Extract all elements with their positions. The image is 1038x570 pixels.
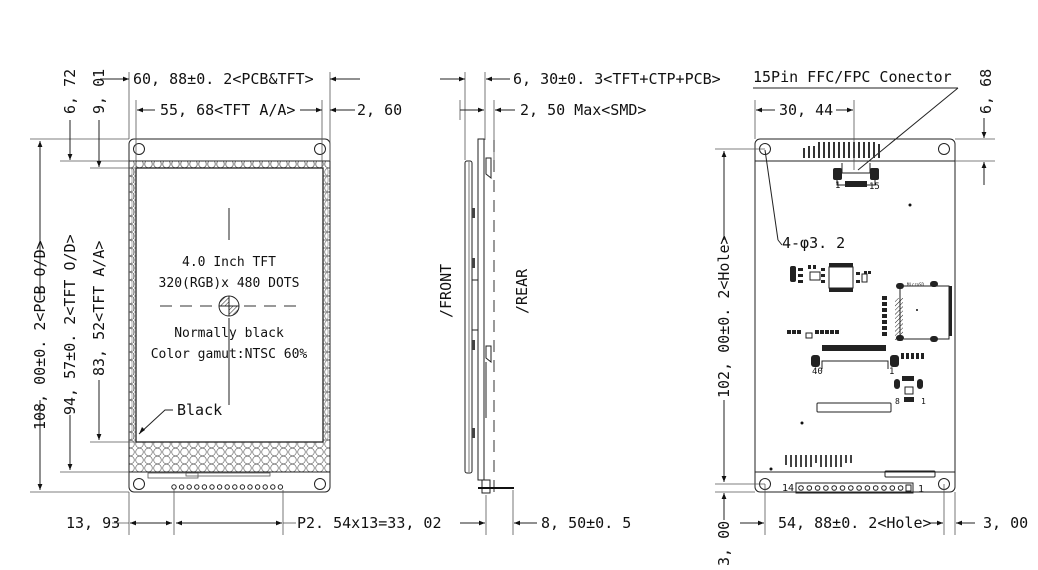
header-14-pin: 14 1 bbox=[782, 482, 924, 495]
pin-offset-dim: 13, 93 bbox=[66, 514, 120, 532]
display-resolution: 320(RGB)x 480 DOTS bbox=[159, 276, 300, 291]
hole-width-dim: 54, 88±0. 2<Hole> bbox=[778, 514, 932, 532]
hole-spec-label: 4-φ3. 2 bbox=[782, 234, 845, 252]
black-label: Black bbox=[177, 401, 222, 419]
svg-text:MicroSD: MicroSD bbox=[907, 282, 924, 287]
height-tft-od-dim: 94, 57±0. 2<TFT O/D> bbox=[61, 234, 79, 415]
top-hole-offset-dim: 6, 72 bbox=[61, 69, 79, 114]
connector-offset-dim: 30, 44 bbox=[779, 101, 833, 119]
hole-height-dim: 102, 00±0. 2<Hole> bbox=[715, 235, 733, 398]
top-offset-dim: 6, 68 bbox=[977, 69, 995, 114]
svg-text:40: 40 bbox=[812, 367, 823, 377]
display-gamut: Color gamut:NTSC 60% bbox=[151, 347, 308, 362]
display-mode: Normally black bbox=[174, 326, 284, 341]
top-aa-offset-dim: 9, 01 bbox=[90, 69, 108, 114]
bottom-offset-dim: 3, 00 bbox=[715, 521, 733, 566]
right-margin-dim: 2, 60 bbox=[357, 101, 402, 119]
fpc-pin-last: 15 bbox=[869, 182, 880, 192]
connector-label: 15Pin FFC/FPC Conector bbox=[753, 68, 952, 86]
header-40-pin: 40 1 bbox=[811, 345, 899, 377]
display-title: 4.0 Inch TFT bbox=[182, 255, 276, 270]
svg-text:1: 1 bbox=[921, 397, 926, 406]
fpc-pin-first: 1 bbox=[835, 181, 840, 191]
pin-pitch-dim: P2. 54x13=33, 02 bbox=[297, 514, 442, 532]
thickness-total-dim: 6, 30±0. 3<TFT+CTP+PCB> bbox=[513, 70, 721, 88]
rear-label: /REAR bbox=[513, 268, 531, 314]
ic-8-pin: 8 1 bbox=[894, 376, 926, 406]
fpc-latch-left bbox=[833, 168, 842, 180]
svg-text:1: 1 bbox=[918, 484, 924, 495]
front-label: /FRONT bbox=[437, 264, 455, 318]
side-view: 6, 30±0. 3<TFT+CTP+PCB> 2, 50 Max<SMD> /… bbox=[437, 70, 721, 535]
front-pin-row bbox=[171, 484, 284, 490]
fpc-latch-right bbox=[870, 168, 879, 180]
pin-length-dim: 8, 50±0. 5 bbox=[541, 514, 631, 532]
height-pcb-dim: 108, 00±0. 2<PCB O/D> bbox=[31, 240, 49, 430]
microsd-slot: MicroSD bbox=[895, 281, 952, 342]
right-offset-dim: 3, 00 bbox=[983, 514, 1028, 532]
svg-text:14: 14 bbox=[782, 483, 794, 494]
rear-view: 15Pin FFC/FPC Conector 1 15 bbox=[715, 68, 1028, 566]
width-tft-aa-dim: 55, 68<TFT A/A> bbox=[160, 101, 295, 119]
smd-height-dim: 2, 50 Max<SMD> bbox=[520, 101, 646, 119]
svg-text:8: 8 bbox=[895, 397, 900, 406]
width-pcb-tft-dim: 60, 88±0. 2<PCB&TFT> bbox=[133, 70, 314, 88]
front-view: 4.0 Inch TFT 320(RGB)x 480 DOTS Normally… bbox=[30, 69, 442, 535]
svg-text:1: 1 bbox=[889, 367, 894, 377]
height-tft-aa-dim: 83, 52<TFT A/A> bbox=[90, 241, 108, 376]
